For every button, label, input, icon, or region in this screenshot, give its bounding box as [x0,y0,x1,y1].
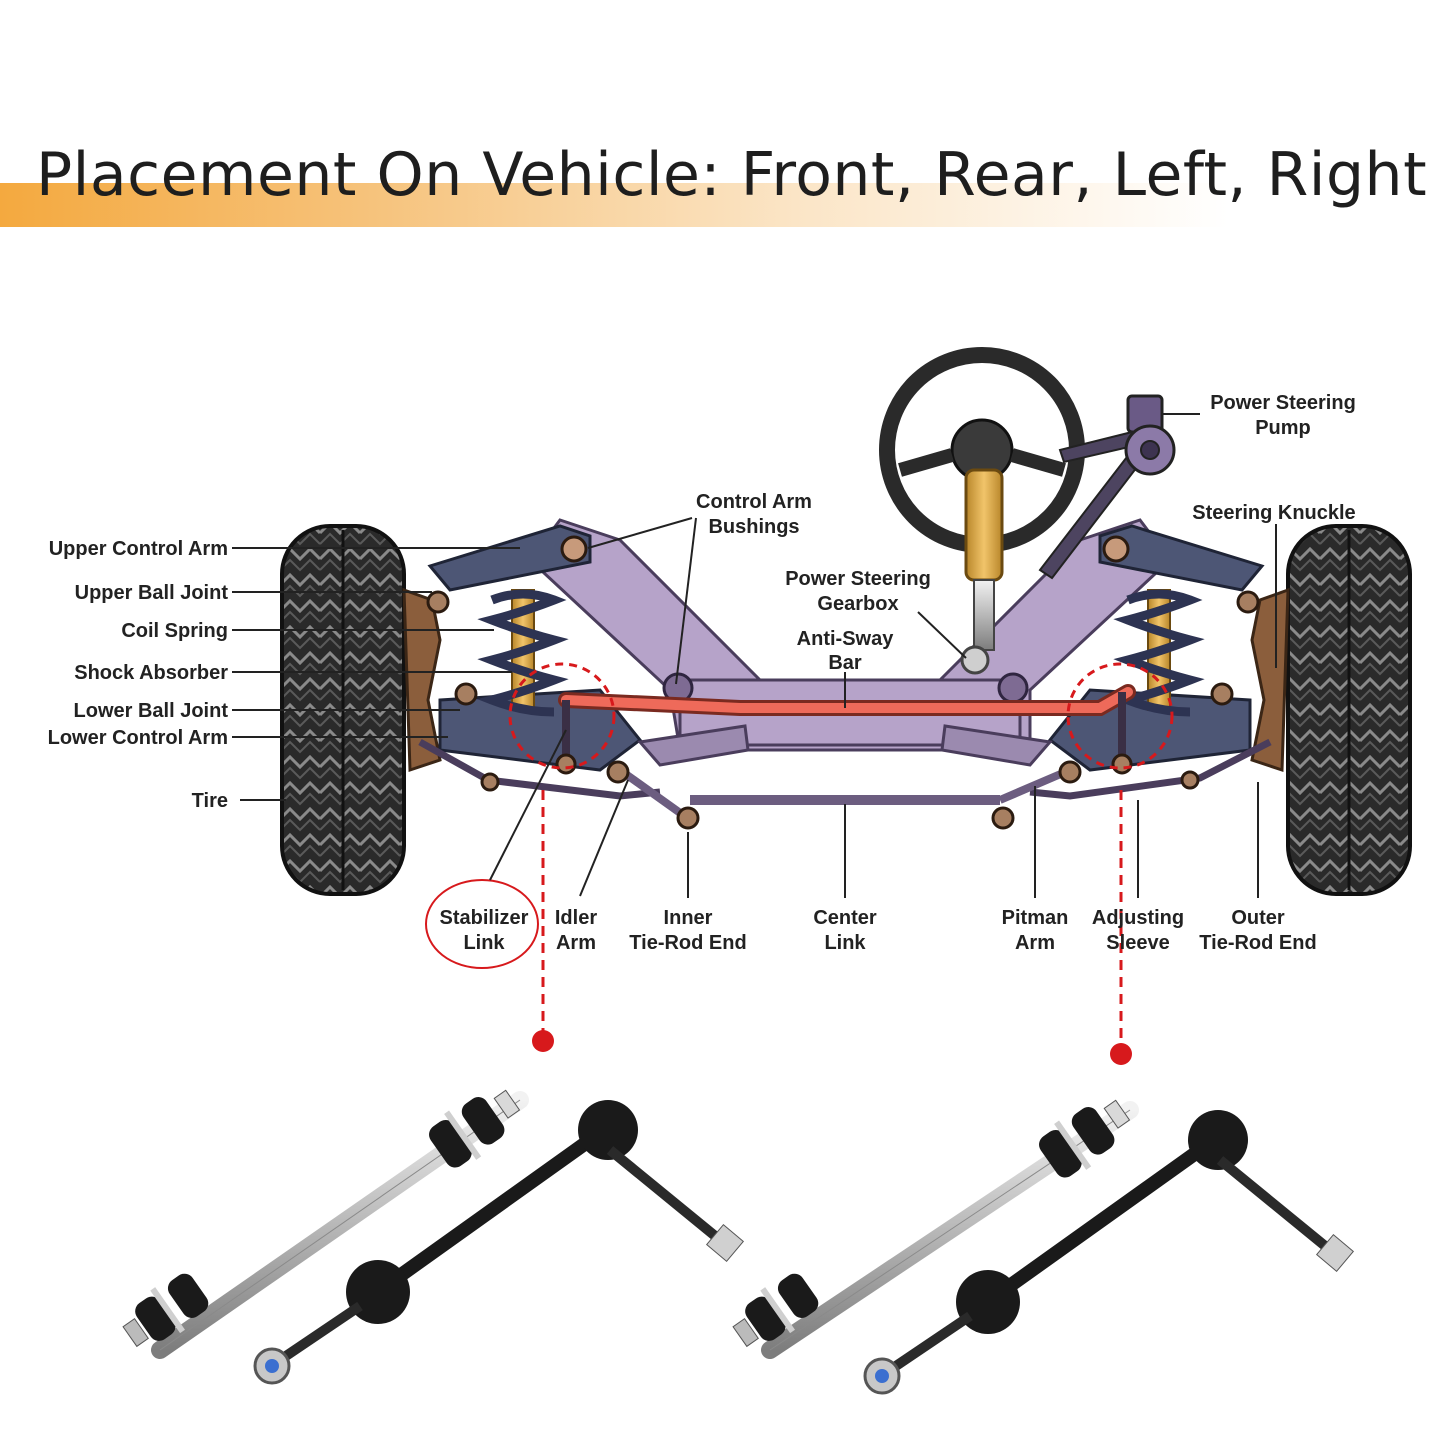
left-callout-dot [532,1030,554,1052]
anti-sway-bar [561,687,1133,713]
label-upper-ball-joint: Upper Ball Joint [75,582,229,604]
label-power-steering-gearbox-line1: Power Steering [785,568,931,590]
label-tire: Tire [192,790,228,812]
label-lower-ball-joint: Lower Ball Joint [74,700,229,722]
label-steering-knuckle: Steering Knuckle [1192,502,1355,524]
label-anti-sway-bar-line2: Bar [828,652,862,674]
label-stabilizer-link-line2: Link [463,932,505,954]
label-pitman-arm-line2: Arm [1015,932,1055,954]
product-link-pair-right [732,1099,1355,1395]
label-outer-tie-rod-line1: Outer [1231,907,1285,929]
label-upper-control-arm: Upper Control Arm [49,538,228,560]
stabilizer-link-label-circle [425,879,539,969]
power-steering-pump [1038,394,1176,580]
label-center-link-line1: Center [813,907,877,929]
label-power-steering-gearbox-line2: Gearbox [817,593,898,615]
label-coil-spring: Coil Spring [121,620,228,642]
label-center-link-line2: Link [824,932,866,954]
label-shock-absorber: Shock Absorber [74,662,228,684]
label-power-steering-pump-line1: Power Steering [1210,392,1356,414]
power-steering-gearbox [960,645,990,675]
label-control-arm-bushings-line2: Bushings [708,516,799,538]
left-upper-control-arm [427,524,592,592]
steering-column [964,468,1004,582]
right-stabilizer-callout [1066,662,1174,770]
label-idler-arm-line2: Arm [556,932,596,954]
right-steering-knuckle [1250,587,1290,773]
product-link-pair-left [122,1089,745,1385]
label-adjusting-sleeve-line1: Adjusting [1092,907,1184,929]
leader-lines [232,413,1277,898]
left-coil-spring [477,589,569,717]
right-tire [1286,524,1412,896]
label-idler-arm-line1: Idler [555,907,597,929]
page-title: Placement On Vehicle: Front, Rear, Left,… [36,140,1428,210]
label-power-steering-pump-line2: Pump [1255,417,1311,439]
label-adjusting-sleeve-line2: Sleeve [1106,932,1169,954]
label-pitman-arm-line1: Pitman [1002,907,1069,929]
label-lower-control-arm: Lower Control Arm [48,727,228,749]
label-anti-sway-bar-line1: Anti-Sway [797,628,895,650]
left-stabilizer-callout [508,662,616,770]
label-outer-tie-rod-line2: Tie-Rod End [1199,932,1316,954]
label-inner-tie-rod-line2: Tie-Rod End [629,932,746,954]
right-coil-spring [1113,589,1205,717]
label-stabilizer-link-line1: Stabilizer [440,907,529,929]
label-inner-tie-rod-line1: Inner [664,907,713,929]
right-callout-dot [1110,1043,1132,1065]
left-lower-control-arm [438,688,643,772]
steering-linkage [418,724,1272,830]
label-control-arm-bushings-line1: Control Arm [696,491,812,513]
title-highlight-band [0,183,1445,227]
right-upper-control-arm [1098,524,1265,592]
